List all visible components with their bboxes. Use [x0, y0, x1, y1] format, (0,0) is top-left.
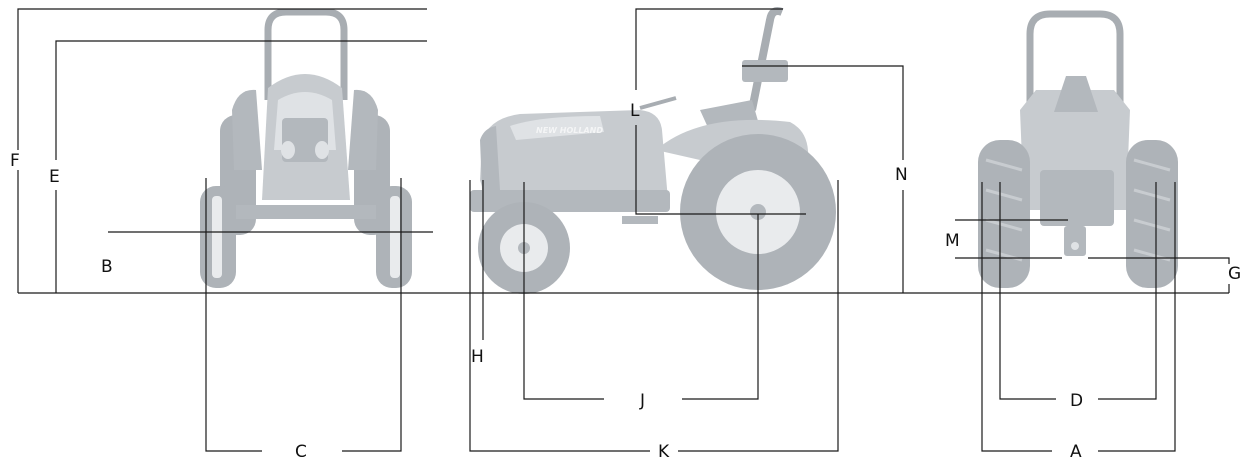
label-B: B: [101, 257, 113, 277]
label-C: C: [295, 442, 307, 462]
dim-line-J: [523, 182, 604, 400]
dimension-lines: [17, 8, 1230, 452]
dim-line-G: [1088, 257, 1230, 264]
brand-logo-text: NEW HOLLAND: [536, 126, 603, 135]
label-H: H: [471, 347, 484, 367]
tractor-front-view: [200, 8, 412, 288]
label-E: E: [49, 167, 60, 187]
dim-line-N: [742, 65, 904, 160]
label-F: F: [10, 151, 20, 171]
dim-line-A: [981, 182, 1052, 452]
tractor-rear-view: [978, 10, 1178, 288]
dim-line-C: [205, 178, 262, 452]
dim-line-K: [469, 180, 650, 452]
label-N: N: [895, 165, 908, 185]
dimension-labels: F E B C H J K L N M G D A: [10, 101, 1241, 462]
dim-line-D: [999, 182, 1056, 400]
label-M: M: [945, 231, 960, 251]
label-G: G: [1228, 264, 1241, 284]
label-K: K: [658, 442, 670, 462]
tractor-side-view: NEW HOLLAND: [470, 7, 836, 294]
dim-line-F: [17, 8, 427, 150]
label-D: D: [1070, 391, 1083, 411]
label-A: A: [1070, 442, 1082, 462]
label-J: J: [639, 391, 645, 411]
dim-line-E: [55, 40, 427, 160]
label-L: L: [630, 101, 640, 121]
dim-line-L: [635, 8, 783, 90]
